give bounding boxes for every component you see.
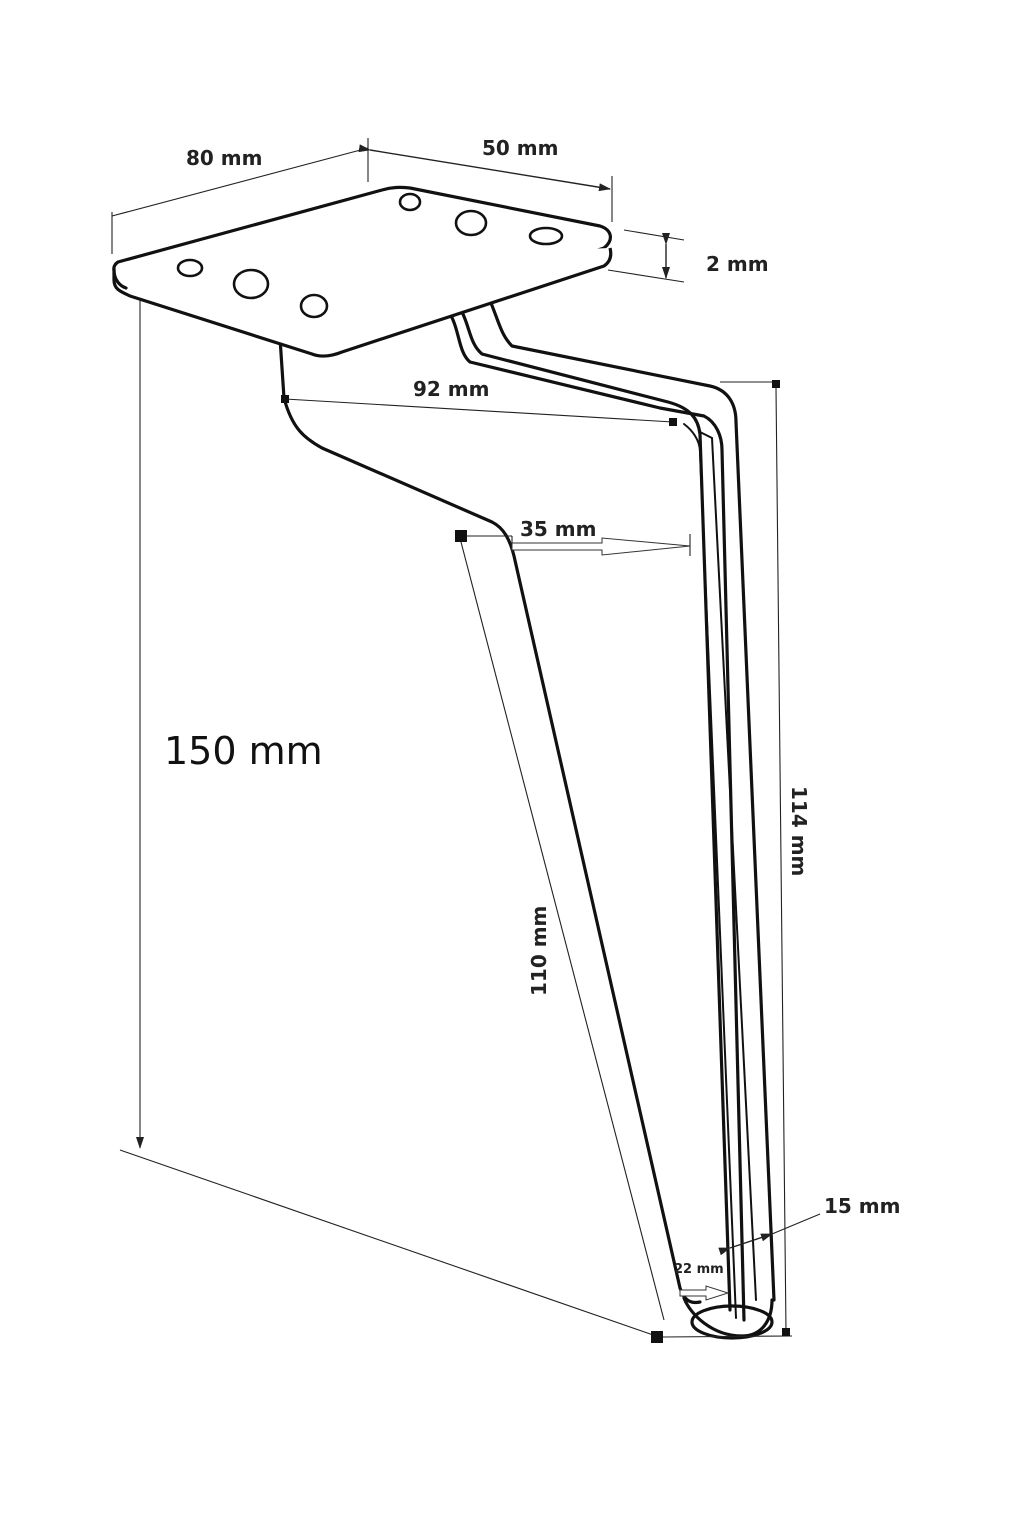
leg-back-outer-edge bbox=[486, 294, 776, 1302]
leg-foot-cap bbox=[690, 1304, 774, 1340]
plate-hole-1 bbox=[176, 258, 204, 278]
label-back-height: 114 mm bbox=[787, 786, 811, 876]
label-total-height: 150 mm bbox=[164, 729, 323, 773]
label-plate-thickness: 2 mm bbox=[706, 252, 769, 276]
dimension-labels: 80 mm 50 mm 2 mm 92 mm 35 mm 150 mm 114 … bbox=[164, 136, 900, 1277]
plate-hole-3 bbox=[299, 293, 329, 319]
leg-front-edge bbox=[278, 336, 702, 1305]
label-plate-length: 80 mm bbox=[186, 146, 262, 170]
leg-inner-rib bbox=[460, 310, 732, 1312]
leg-inner-rib-2 bbox=[683, 423, 737, 1319]
label-offset: 92 mm bbox=[413, 377, 489, 401]
plate-hole-6 bbox=[528, 226, 564, 246]
label-plate-width: 50 mm bbox=[482, 136, 558, 160]
plate-hole-5 bbox=[454, 209, 488, 237]
dimension-lines bbox=[111, 138, 821, 1343]
plate-hole-2 bbox=[232, 268, 270, 300]
label-foot-depth: 22 mm bbox=[674, 1262, 724, 1277]
plate-hole-4 bbox=[398, 192, 422, 212]
leg-body bbox=[278, 294, 776, 1340]
label-foot-width: 15 mm bbox=[824, 1194, 900, 1218]
label-front-length: 110 mm bbox=[527, 906, 551, 996]
leg-inner-rib-3 bbox=[699, 431, 757, 1301]
leg-back-edge bbox=[447, 310, 746, 1322]
mounting-plate bbox=[112, 185, 613, 358]
label-leg-gap: 35 mm bbox=[520, 517, 596, 541]
plate-side-edge bbox=[112, 268, 128, 290]
